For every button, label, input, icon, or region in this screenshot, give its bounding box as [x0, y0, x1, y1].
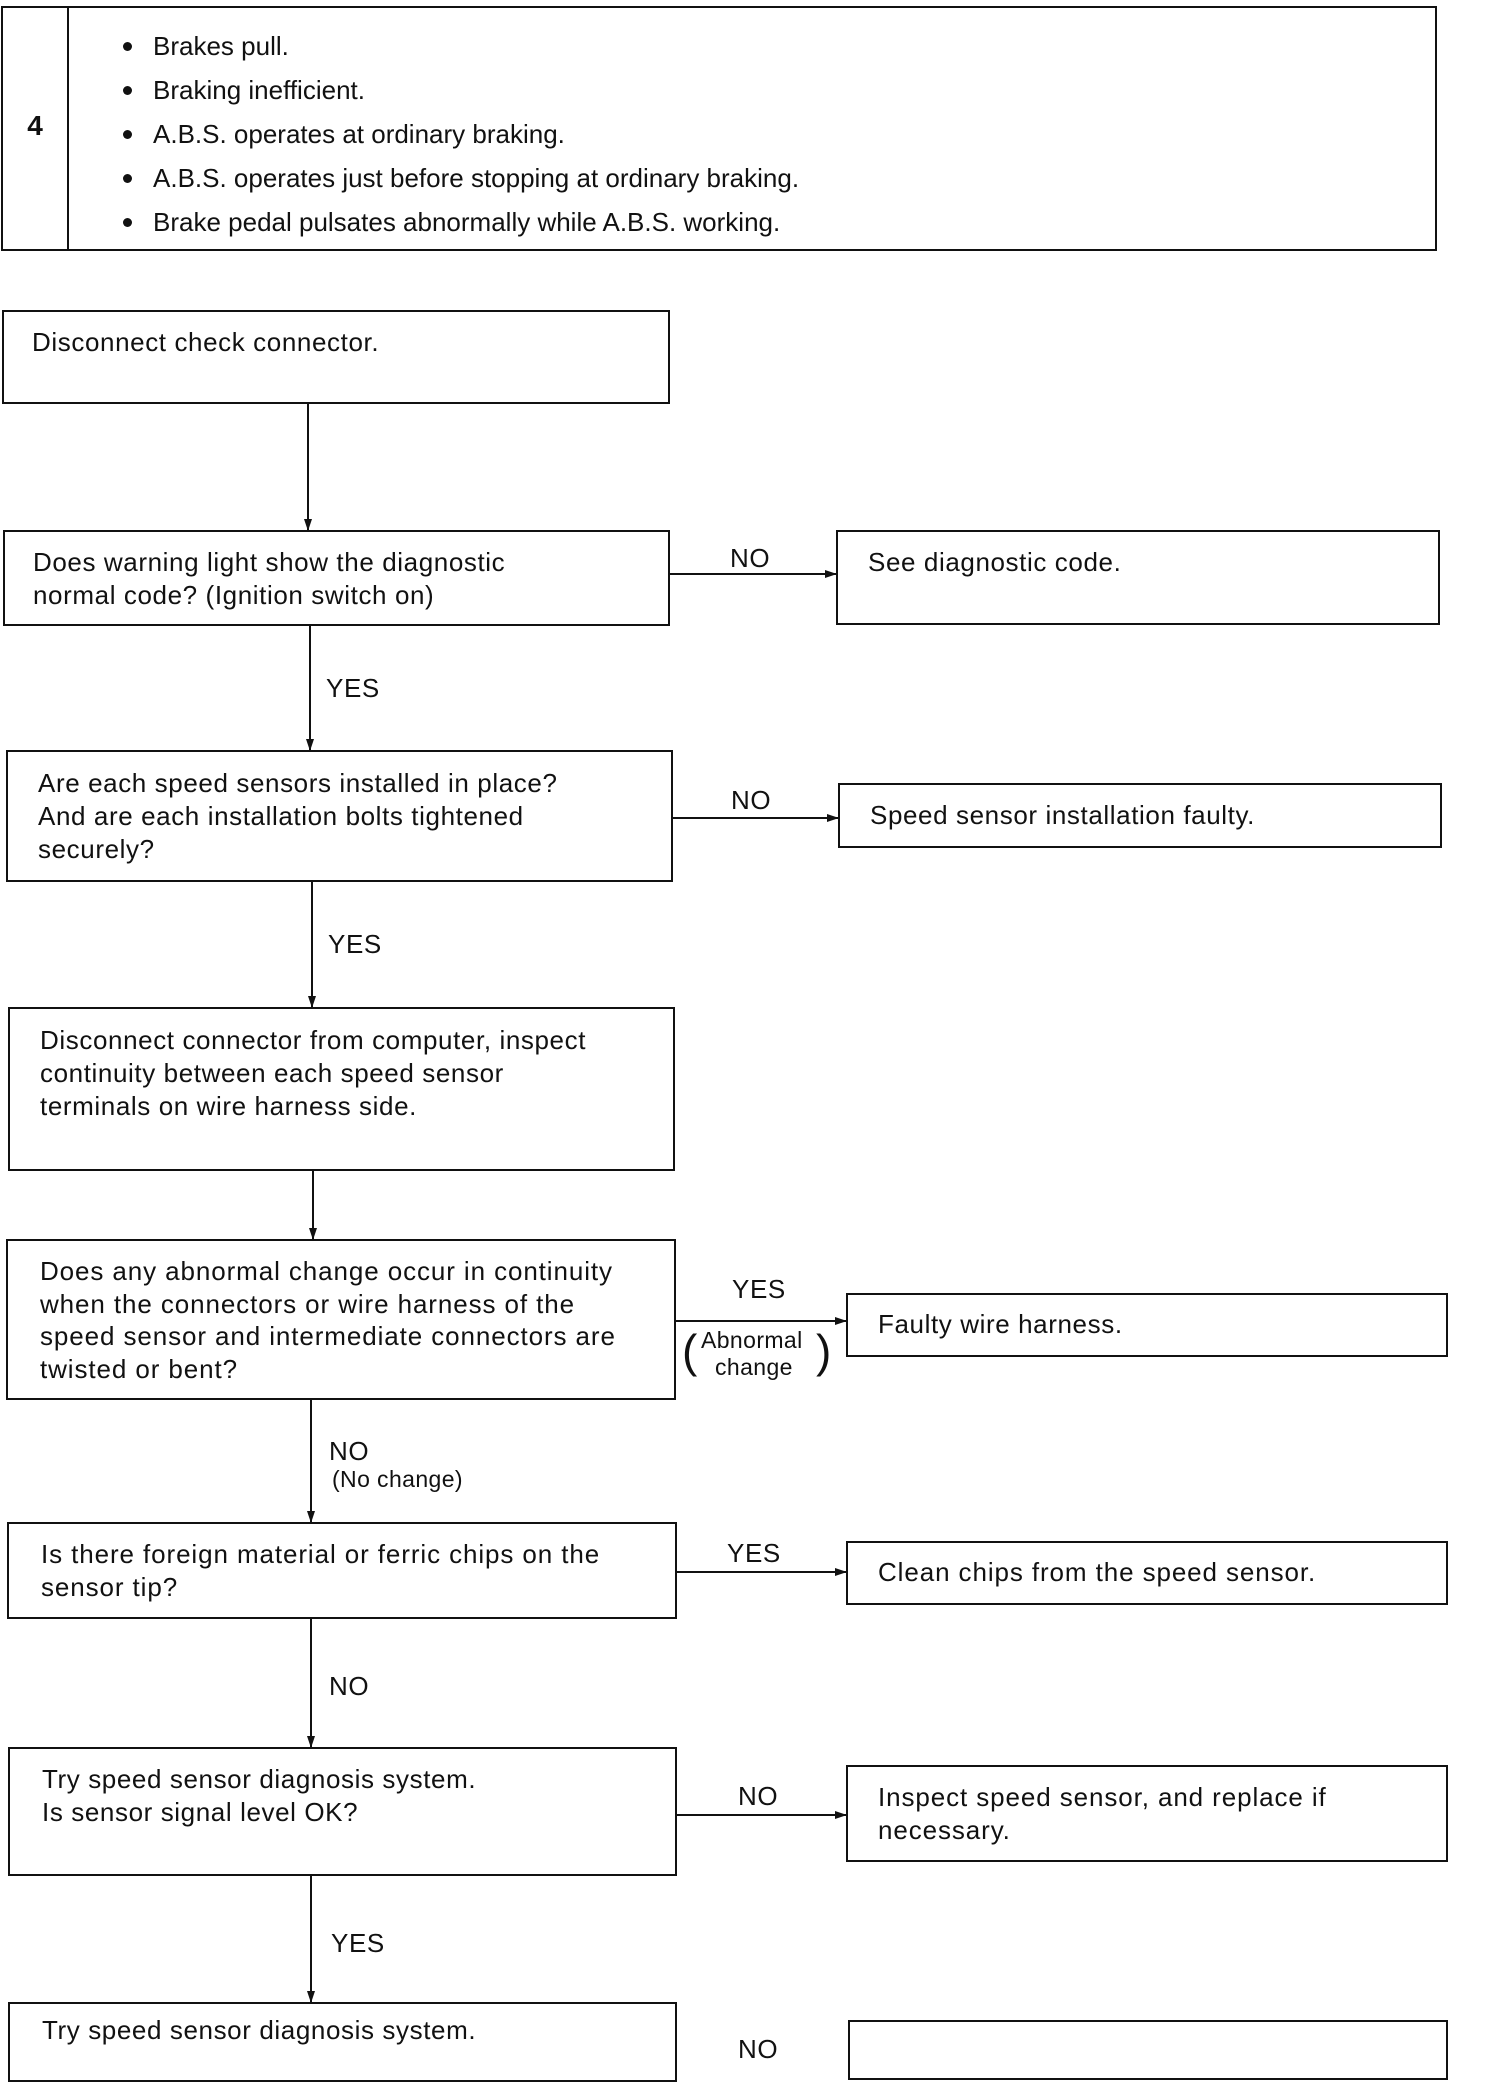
label-q5-no: NO — [738, 1781, 779, 1811]
label-q3-yes-note-1: Abnormal — [701, 1327, 803, 1353]
result-text: Speed sensor installation faulty. — [870, 800, 1255, 830]
label-q3-no-note: (No change) — [332, 1466, 463, 1492]
question-text: Try speed sensor diagnosis system. Is se… — [42, 1764, 477, 1827]
label-q2-no: NO — [731, 785, 772, 815]
label-q2-yes: YES — [328, 929, 382, 959]
result-clean-chips: Clean chips from the speed sensor. — [846, 1541, 1448, 1605]
question-text: Does warning light show the diagnostic n… — [33, 547, 506, 610]
label-q4-no: NO — [329, 1671, 370, 1701]
question-text: Try speed sensor diagnosis system. — [42, 2015, 477, 2045]
question-speed-sensors-installed: Are each speed sensors installed in plac… — [6, 750, 673, 882]
symptom-table: 4 Brakes pull. Braking inefficient. A.B.… — [1, 6, 1437, 251]
label-q3-no: NO — [329, 1436, 370, 1466]
step-text: Disconnect check connector. — [32, 327, 380, 357]
label-q3-yes: YES — [732, 1274, 786, 1304]
label-q1-yes: YES — [326, 673, 380, 703]
result-text: Faulty wire harness. — [878, 1309, 1123, 1339]
question-text: Does any abnormal change occur in contin… — [40, 1256, 616, 1384]
question-abnormal-continuity: Does any abnormal change occur in contin… — [6, 1239, 676, 1400]
result-text: See diagnostic code. — [868, 547, 1122, 577]
paren-left: ( — [682, 1325, 698, 1377]
result-faulty-wire-harness: Faulty wire harness. — [846, 1293, 1448, 1357]
label-q4-yes: YES — [727, 1538, 781, 1568]
symptom-item: Braking inefficient. — [119, 68, 799, 112]
question-warning-light: Does warning light show the diagnostic n… — [3, 530, 670, 626]
result-text: Inspect speed sensor, and replace if nec… — [878, 1782, 1327, 1845]
step-disconnect-check-connector: Disconnect check connector. — [2, 310, 670, 404]
result-partial-bottom — [848, 2020, 1448, 2080]
step-text: Disconnect connector from computer, insp… — [40, 1025, 587, 1121]
symptom-list: Brakes pull. Braking inefficient. A.B.S.… — [119, 24, 799, 244]
label-q3-yes-note-2: change — [715, 1354, 793, 1380]
question-foreign-material: Is there foreign material or ferric chip… — [7, 1522, 677, 1619]
symptom-item: Brake pedal pulsates abnormally while A.… — [119, 200, 799, 244]
label-q1-no: NO — [730, 543, 771, 573]
label-q5-yes: YES — [331, 1928, 385, 1958]
symptom-item: A.B.S. operates at ordinary braking. — [119, 112, 799, 156]
symptom-item: Brakes pull. — [119, 24, 799, 68]
result-installation-faulty: Speed sensor installation faulty. — [838, 783, 1442, 848]
result-see-diagnostic-code: See diagnostic code. — [836, 530, 1440, 625]
symptom-number: 4 — [3, 8, 69, 249]
symptom-item: A.B.S. operates just before stopping at … — [119, 156, 799, 200]
question-text: Is there foreign material or ferric chip… — [41, 1539, 601, 1602]
paren-right: ) — [816, 1325, 832, 1377]
question-speed-sensor-diagnosis-2: Try speed sensor diagnosis system. — [8, 2002, 677, 2082]
result-text: Clean chips from the speed sensor. — [878, 1557, 1317, 1587]
question-text: Are each speed sensors installed in plac… — [38, 768, 558, 864]
result-inspect-speed-sensor: Inspect speed sensor, and replace if nec… — [846, 1765, 1448, 1862]
step-disconnect-computer-connector: Disconnect connector from computer, insp… — [8, 1007, 675, 1171]
question-sensor-signal-level: Try speed sensor diagnosis system. Is se… — [8, 1747, 677, 1876]
